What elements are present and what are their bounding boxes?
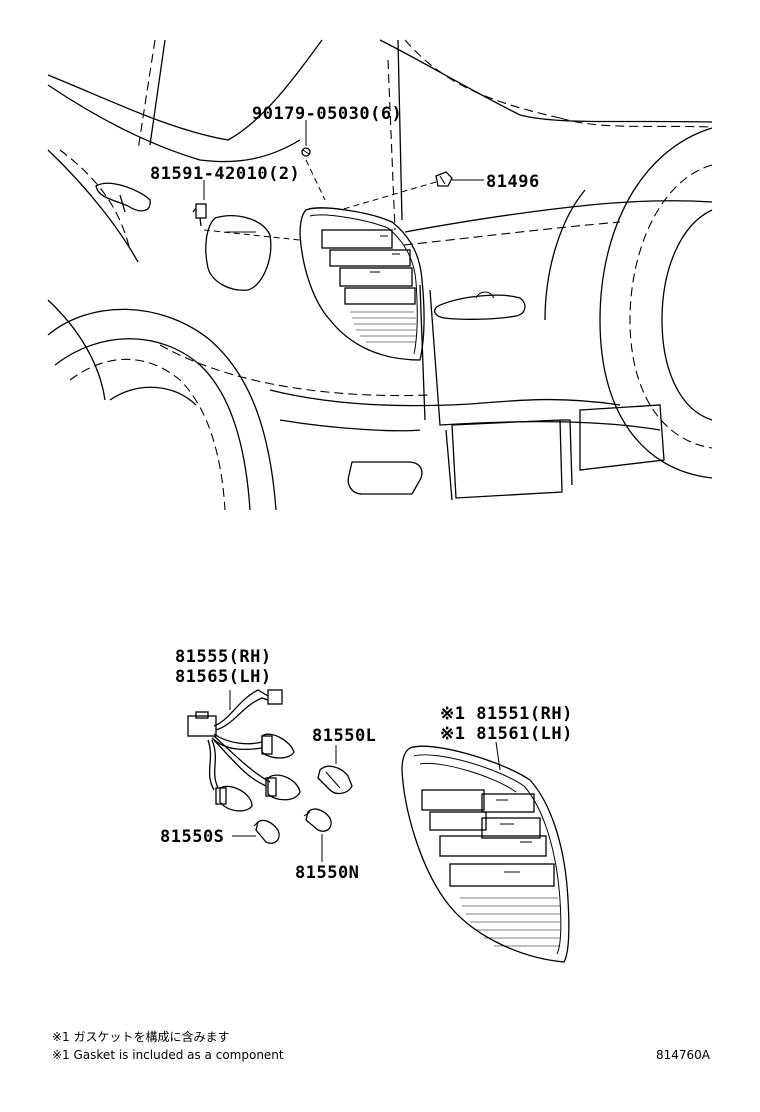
bulb-81550l <box>317 765 353 795</box>
socket-wire-assy <box>187 689 301 812</box>
label-lamp-rh: ※1 81551(RH) <box>440 704 573 724</box>
label-bulb-l: 81550L <box>312 726 376 746</box>
label-clip: 81591-42010(2) <box>150 164 300 184</box>
note-japanese: ※1 ガスケットを構成に含みます <box>52 1029 230 1044</box>
label-socket-rh: 81555(RH) <box>175 647 272 667</box>
diagram-code: 814760A <box>656 1048 711 1062</box>
tail-lamp-assy <box>401 745 570 963</box>
bulb-81550n <box>303 808 332 832</box>
vehicle-rear-body <box>47 39 713 511</box>
note-english: ※1 Gasket is included as a component <box>52 1048 284 1062</box>
label-plug: 81496 <box>486 172 540 192</box>
installed-tail-lamp <box>299 207 425 361</box>
label-lamp-lh: ※1 81561(LH) <box>440 724 573 744</box>
upper-leaders <box>203 120 484 241</box>
label-bulb-n: 81550N <box>295 863 359 883</box>
label-screw: 90179-05030(6) <box>252 104 402 124</box>
label-bulb-s: 81550S <box>160 827 224 847</box>
bulb-81550s <box>253 819 280 844</box>
lower-leaders <box>229 690 501 862</box>
label-socket-lh: 81565(LH) <box>175 667 272 687</box>
